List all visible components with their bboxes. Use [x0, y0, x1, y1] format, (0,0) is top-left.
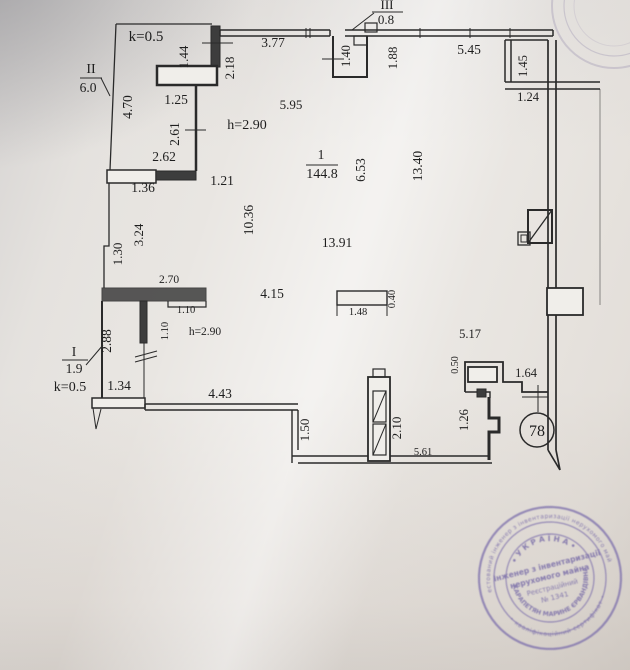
zone-label-i: I	[72, 344, 77, 359]
room-area: 144.8	[306, 167, 338, 182]
bathroom-walls	[464, 361, 548, 460]
faint-stamp-top-right	[551, 0, 630, 69]
dim-label: 2.18	[222, 57, 237, 80]
zone-label-ii: II	[86, 62, 96, 77]
dim-label: 5.17	[459, 327, 481, 341]
pier	[336, 290, 388, 306]
dim-label: 13.40	[410, 151, 425, 182]
dim-label: 1.45	[516, 55, 530, 77]
dim-label: 1.24	[517, 90, 540, 104]
dim-label: 1.26	[457, 409, 471, 431]
dim-label: 3.77	[261, 35, 285, 50]
leader-ii	[80, 77, 111, 97]
riser-box	[546, 287, 584, 316]
zone-area-iii: 0.8	[378, 12, 394, 27]
dim-label: 1.25	[164, 92, 188, 107]
stamp-outer-ring	[477, 505, 623, 651]
dim-label: 0.50	[450, 356, 461, 374]
vent-duct	[367, 368, 391, 462]
room-number: 1	[318, 147, 325, 162]
dim-label: 1.88	[385, 47, 400, 70]
apartment-number-circle	[519, 412, 555, 448]
dim-label: 3.24	[131, 223, 146, 246]
window-band-right	[345, 29, 554, 37]
dim-label: 1.48	[349, 307, 367, 318]
apartment-number: 78	[529, 423, 545, 440]
dim-label: 1.34	[107, 378, 131, 393]
height-label: h=2.90	[227, 118, 266, 133]
balcony-door-block	[155, 64, 219, 87]
dim-label: 5.95	[280, 97, 303, 112]
zone-area-ii: 6.0	[80, 80, 97, 95]
dim-label: 2.61	[167, 122, 182, 146]
dim-label: 1.44	[176, 45, 191, 68]
right-outer-wall	[547, 40, 561, 471]
dim-label: 1.36	[131, 180, 155, 195]
dim-label: 4.15	[260, 286, 284, 301]
dim-label: k=0.5	[129, 29, 164, 45]
dim-label: 1.21	[210, 173, 234, 188]
zone-area-i: 1.9	[66, 361, 83, 376]
vent-notch	[364, 22, 378, 33]
dim-label: 0.40	[387, 290, 398, 308]
dim-label: 2.62	[152, 149, 176, 164]
dim-label: 4.43	[208, 386, 232, 401]
niche-box	[467, 366, 498, 383]
dim-label: 6.53	[353, 158, 368, 182]
dim-label: 1.10	[160, 322, 171, 340]
dim-label: 5.61	[414, 447, 432, 458]
south-wall-bottom	[291, 455, 492, 464]
dim-label: 1.10	[177, 305, 195, 316]
column-box	[332, 36, 368, 78]
dim-label: 2.70	[159, 274, 179, 286]
door-leaf	[134, 343, 158, 398]
dim-label: 1.40	[339, 45, 353, 67]
dim-label: 4.70	[120, 95, 135, 119]
zone-label-iii: III	[381, 0, 394, 12]
dim-label: 2.88	[99, 329, 114, 353]
dim-label: 5.45	[457, 42, 481, 57]
dim-label: 1.64	[515, 366, 538, 380]
dim-label: 1.50	[297, 419, 312, 442]
window-band-left	[219, 29, 331, 37]
dim-label: 1.30	[110, 243, 125, 266]
dim-label: 13.91	[322, 235, 352, 250]
dim-label: 10.36	[241, 205, 256, 236]
leader-i	[62, 344, 104, 366]
dim-label: 2.10	[389, 417, 404, 440]
leader-iii	[351, 11, 403, 31]
dim-label: k=0.5	[54, 380, 86, 395]
stamp-inner-ring	[505, 533, 595, 623]
height-label: h=2.90	[189, 326, 222, 338]
stamp-middle-ring	[493, 521, 607, 635]
walls-layer	[62, 11, 601, 471]
south-wall-left	[144, 403, 298, 411]
vent-shaft	[527, 209, 553, 244]
